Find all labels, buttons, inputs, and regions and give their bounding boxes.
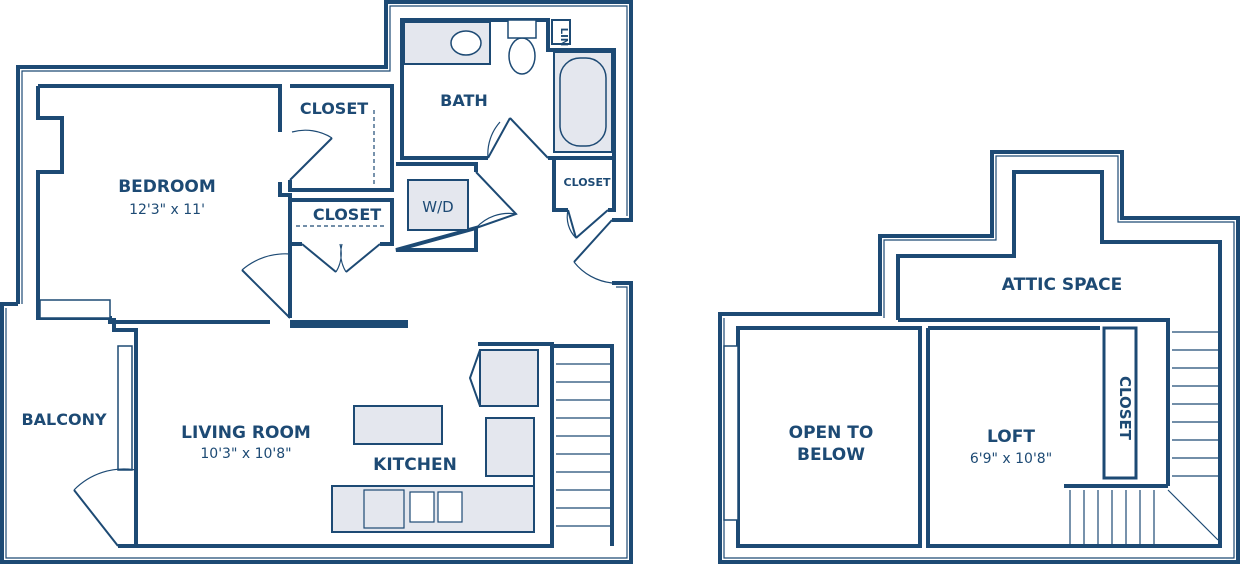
toilet-tank <box>507 19 537 39</box>
small-closet-door <box>567 209 609 239</box>
refrigerator <box>479 349 539 407</box>
small-closet-door-arc <box>566 209 577 239</box>
balcony-wall <box>112 318 138 548</box>
linen-label: LIN <box>558 28 569 46</box>
entry-door-arc <box>573 261 613 284</box>
washer-dryer-unit <box>407 179 469 231</box>
loft-wall <box>926 326 1222 548</box>
wd-closet-wall <box>395 162 478 252</box>
wd-door-arc <box>475 212 517 229</box>
loft-label: LOFT <box>987 427 1035 447</box>
closet-1-label: CLOSET <box>300 99 368 118</box>
upper-level-plan: ATTIC SPACE OPEN TO BELOW LOFT 6'9" x 10… <box>718 150 1240 564</box>
closet-2-door-arcs <box>335 243 347 273</box>
bath-wall <box>400 18 616 160</box>
lower-outer-wall <box>0 0 633 564</box>
kitchen-sink-right <box>437 491 463 523</box>
closet-2-label: CLOSET <box>313 205 381 224</box>
bedroom-window <box>39 299 111 319</box>
upper-window <box>723 345 739 521</box>
bedroom-east-wall <box>278 182 292 318</box>
closet-1-door-arc <box>291 129 333 139</box>
balcony-label: BALCONY <box>21 410 107 429</box>
balcony-door <box>73 489 119 547</box>
living-room-dims: 10'3" x 10'8" <box>200 446 291 462</box>
wd-label: W/D <box>422 198 453 216</box>
toilet-bowl <box>508 37 536 75</box>
kitchen-label: KITCHEN <box>373 455 457 475</box>
loft-closet <box>1102 326 1138 480</box>
lower-level-plan: BEDROOM 12'3" x 11' CLOSET CLOSET BATH W… <box>0 0 633 564</box>
loft-dims: 6'9" x 10'8" <box>970 451 1052 467</box>
entry-door <box>573 219 613 263</box>
upper-inner-wall-line <box>723 155 1235 559</box>
living-room-label: LIVING ROOM <box>181 423 311 443</box>
closet-2-wall <box>288 198 394 246</box>
closet-1-door <box>289 137 333 181</box>
bath-door-arc <box>487 121 501 159</box>
bathtub-basin <box>559 57 607 147</box>
bedroom-dims: 12'3" x 11' <box>129 202 205 218</box>
bedroom-wall <box>36 86 408 328</box>
kitchen-sink-left <box>409 491 435 523</box>
bedroom-label: BEDROOM <box>118 177 216 197</box>
loft-closet-label: CLOSET <box>1116 376 1134 441</box>
kitchen-island <box>353 405 443 445</box>
closet-2-doors <box>301 243 381 273</box>
bath-door <box>487 117 549 159</box>
bedroom-door <box>241 269 291 319</box>
balcony-window <box>117 345 133 471</box>
linen-closet <box>551 19 571 45</box>
living-room-inner-wall <box>136 342 554 548</box>
lower-inner-wall-line <box>5 5 628 559</box>
attic-wall <box>896 170 1222 486</box>
sink-basin <box>450 30 482 56</box>
open-to-below-label-line2: BELOW <box>797 445 865 465</box>
closet-1-wall <box>288 84 394 192</box>
dishwasher <box>363 489 405 529</box>
balcony-door-arc <box>73 468 137 491</box>
upper-stairs <box>1069 331 1219 544</box>
open-to-below-label-line1: OPEN TO <box>789 423 874 443</box>
bedroom-top-wall <box>38 84 282 132</box>
refrigerator-door <box>468 349 481 407</box>
small-closet-wall <box>552 158 616 212</box>
bath-label: BATH <box>440 91 488 110</box>
lower-stairs <box>556 363 610 527</box>
wd-door <box>475 171 518 229</box>
attic-label: ATTIC SPACE <box>1002 275 1123 295</box>
stair-wall <box>552 344 614 546</box>
bedroom-door-arc <box>241 253 291 271</box>
small-closet-label: CLOSET <box>564 176 611 189</box>
upper-outer-wall <box>718 150 1240 564</box>
